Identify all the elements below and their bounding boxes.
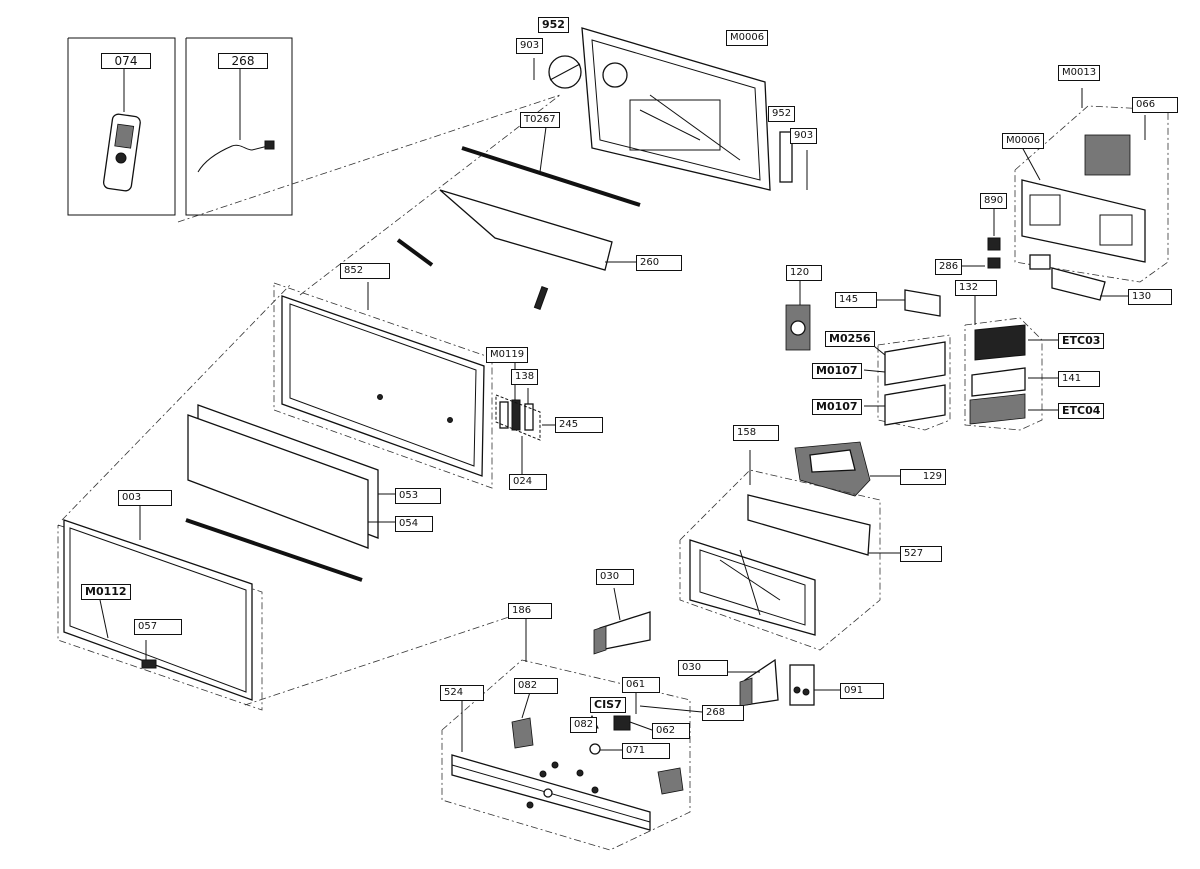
label-132: 132 [955,280,997,296]
label-071: 071 [622,743,670,759]
label-082-left: 082 [514,678,558,694]
label-903-right: 903 [790,128,818,144]
label-m0112: M0112 [81,584,131,600]
label-158: 158 [733,425,779,441]
label-m0256: M0256 [825,331,875,347]
label-852: 852 [340,263,390,279]
label-890: 890 [980,193,1008,209]
label-091: 091 [840,683,884,699]
label-024: 024 [509,474,547,490]
top-bar-drawing [461,146,641,207]
label-m0013: M0013 [1058,65,1101,81]
remote-control-box [67,37,176,216]
label-m0107-upper: M0107 [812,363,862,379]
label-141: 141 [1058,371,1100,387]
label-120: 120 [786,265,822,281]
rear-cabinet-drawing [533,27,808,191]
label-m0119: M0119 [486,347,529,363]
label-cis7: CIS7 [590,697,626,713]
back-cover-drawing [1014,88,1169,301]
label-054: 054 [395,516,433,532]
label-952-right: 952 [768,106,796,122]
label-527: 527 [900,546,942,562]
label-130: 130 [1128,289,1172,305]
label-m0107-lower: M0107 [812,399,862,415]
label-268-top: 268 [218,53,268,69]
stand-base-drawing [441,618,691,851]
label-129: 129 [900,469,946,485]
label-etc03: ETC03 [1058,333,1105,349]
label-145: 145 [835,292,877,308]
label-286: 286 [935,259,963,275]
power-cord-drawing [197,144,269,173]
label-003: 003 [118,490,172,506]
front-bezel-drawing [57,505,263,711]
diffuser-sheet-drawing [439,189,613,271]
label-t0267: T0267 [520,112,560,128]
label-186: 186 [508,603,552,619]
label-057: 057 [134,619,182,635]
label-066: 066 [1132,97,1178,113]
label-062: 062 [652,723,690,739]
label-138: 138 [511,369,539,385]
label-061: 061 [622,677,660,693]
label-952-top: 952 [538,17,569,33]
label-260: 260 [636,255,682,271]
power-cord-box [185,37,293,216]
label-903-top: 903 [516,38,544,54]
label-245: 245 [555,417,603,433]
label-m0006-top: M0006 [726,30,769,46]
label-etc04: ETC04 [1058,403,1105,419]
label-m0006-right: M0006 [1002,133,1045,149]
label-030-lower: 030 [678,660,728,676]
label-074: 074 [101,53,151,69]
label-082-right: 082 [570,717,598,733]
label-053: 053 [395,488,441,504]
display-panel-drawing [273,282,493,489]
label-268-bottom: 268 [702,705,744,721]
label-524: 524 [440,685,484,701]
chassis-drawing [679,450,900,651]
label-030-upper: 030 [596,569,634,585]
